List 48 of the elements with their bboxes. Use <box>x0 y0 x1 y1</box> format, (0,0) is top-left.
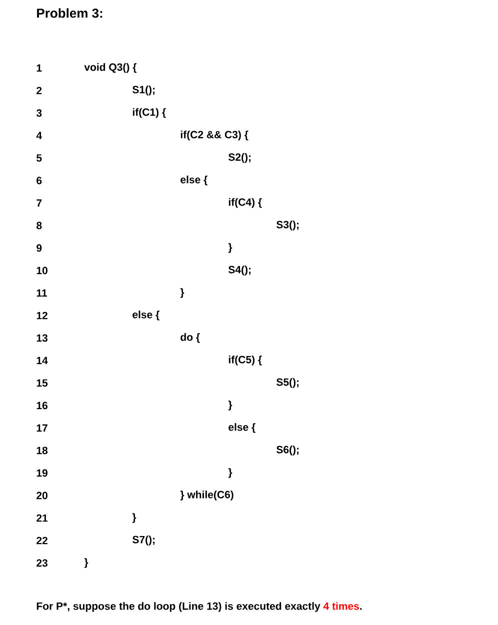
code-line: } <box>228 243 232 253</box>
code-line: } <box>132 513 136 523</box>
line-number: 8 <box>36 222 42 230</box>
code-line: } <box>180 288 184 298</box>
line-number: 11 <box>36 289 47 297</box>
line-number: 16 <box>36 402 48 410</box>
code-line: S3(); <box>276 220 299 230</box>
code-line: S2(); <box>228 153 251 163</box>
code-line: else { <box>228 423 256 433</box>
line-number: 9 <box>36 244 42 252</box>
code-line: S1(); <box>132 86 155 96</box>
code-line: } <box>228 400 232 410</box>
code-line: if(C5) { <box>228 356 262 366</box>
line-number: 15 <box>36 379 48 387</box>
line-number: 5 <box>36 154 42 162</box>
code-line: S7(); <box>132 536 155 546</box>
line-number: 2 <box>36 86 42 94</box>
line-number: 18 <box>36 446 48 454</box>
title: Problem 3: <box>37 8 102 18</box>
note-text: For P*, suppose the do loop (Line 13) is executed exactly 4 times. <box>36 602 362 612</box>
line-number: 10 <box>36 266 48 274</box>
code-line: S5(); <box>276 378 299 388</box>
line-number: 1 <box>36 64 42 72</box>
line-number: 7 <box>36 199 42 207</box>
code-line: else { <box>180 176 208 186</box>
line-number: 17 <box>36 424 48 432</box>
code-line: if(C2 && C3) { <box>180 130 248 140</box>
line-number: 6 <box>36 176 42 184</box>
line-number: 12 <box>36 312 48 320</box>
code-line: void Q3() { <box>84 63 136 73</box>
code-line: if(C4) { <box>228 198 262 208</box>
line-number: 3 <box>36 109 42 117</box>
code-line: } <box>228 468 232 478</box>
code-line: do { <box>180 333 200 343</box>
code-line: S6(); <box>276 446 299 456</box>
line-number: 21 <box>36 514 48 522</box>
line-number: 22 <box>36 536 48 544</box>
line-number: 14 <box>36 356 48 364</box>
line-number: 23 <box>36 559 48 567</box>
code-line: S4(); <box>228 266 251 276</box>
line-number: 19 <box>36 469 48 477</box>
line-number: 4 <box>36 132 42 140</box>
line-number: 20 <box>36 492 48 500</box>
code-line: } while(C6) <box>180 490 234 500</box>
line-number: 13 <box>36 334 48 342</box>
code-line: if(C1) { <box>132 108 166 118</box>
code-line: } <box>84 558 88 568</box>
code-line: else { <box>132 310 160 320</box>
